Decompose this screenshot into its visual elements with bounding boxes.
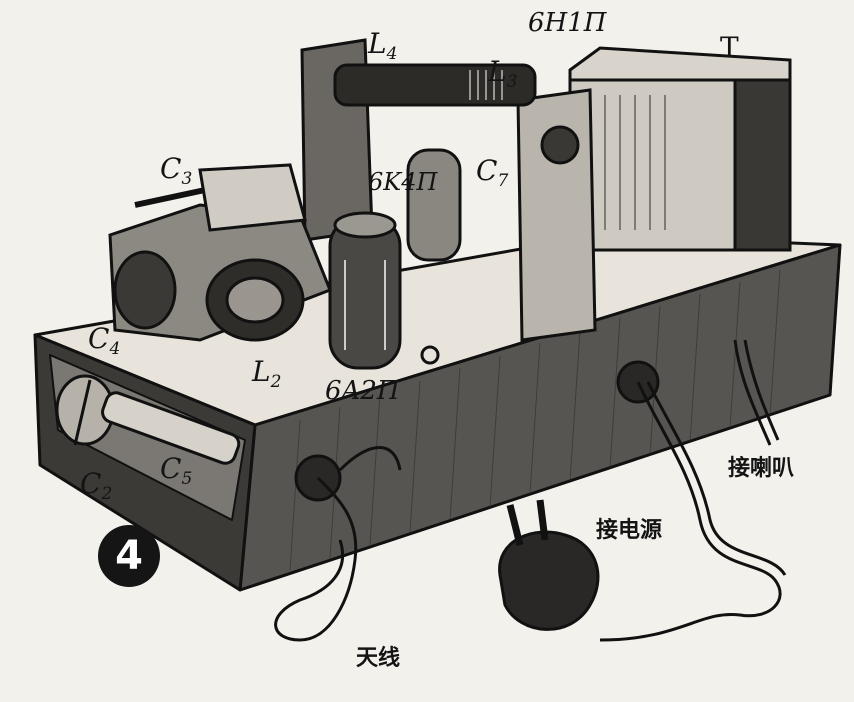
transformer [568, 46, 792, 252]
coil-bracket [300, 38, 597, 342]
figure-number-badge: 4 [98, 525, 160, 587]
label-tube-6k4p: 6K4П [368, 168, 438, 196]
label-c4: C4 [88, 322, 121, 359]
label-tube-6a2p: 6A2П [325, 376, 400, 406]
speaker-wire [733, 339, 780, 446]
dial [55, 374, 241, 465]
tuning-capacitor [108, 163, 332, 342]
tube-6a2p [328, 211, 402, 370]
label-l2: L2 [252, 355, 282, 392]
label-l4: L4 [368, 27, 398, 64]
label-c7: C7 [476, 154, 509, 191]
label-transformer: T [720, 31, 739, 64]
antenna-wire [274, 446, 402, 642]
label-c5: C5 [160, 452, 193, 489]
power-plug [498, 381, 787, 642]
label-c2: C2 [80, 467, 113, 504]
label-tube-6h1p: 6H1П [528, 8, 607, 38]
label-power-connection: 接电源 [596, 518, 663, 543]
tube-6k4p [406, 148, 462, 262]
label-l3: L3 [488, 55, 518, 92]
label-antenna: 天线 [356, 646, 401, 671]
label-speaker-connection: 接喇叭 [728, 456, 795, 481]
label-c3: C3 [160, 152, 193, 189]
